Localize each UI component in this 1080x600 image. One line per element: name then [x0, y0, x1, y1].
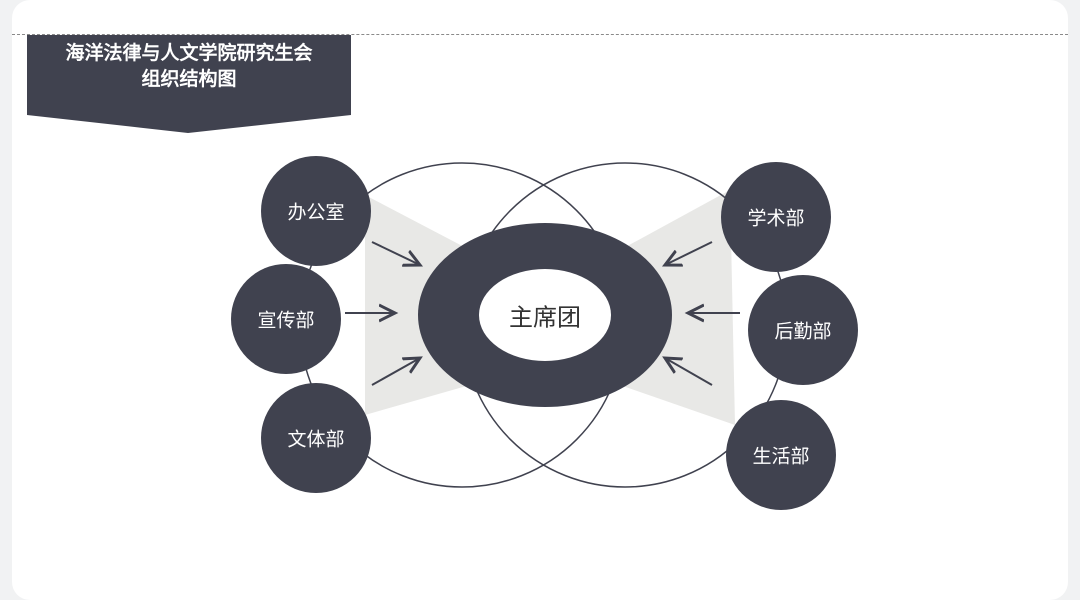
- dashed-divider: [12, 34, 1068, 35]
- dept-circle-publicity: [231, 264, 341, 374]
- dept-label: 学术部: [747, 207, 805, 230]
- center-label: 主席团: [509, 303, 581, 332]
- dept-label: 生活部: [752, 445, 810, 468]
- dept-circle-academic: [721, 162, 831, 272]
- dept-circle-office: [261, 156, 371, 266]
- title-banner: [27, 35, 351, 133]
- title-line-2: 组织结构图: [141, 68, 237, 90]
- title-line-1: 海洋法律与人文学院研究生会: [65, 42, 313, 64]
- page-title: 海洋法律与人文学院研究生会 组织结构图: [27, 40, 351, 92]
- dept-label: 文体部: [287, 428, 345, 451]
- arrow-icon: [665, 358, 713, 386]
- dept-label: 办公室: [287, 201, 345, 224]
- center-inner: [479, 269, 611, 361]
- dept-circles: [231, 156, 858, 510]
- dept-circle-life: [726, 400, 836, 510]
- dept-label: 后勤部: [774, 320, 832, 343]
- org-diagram: [27, 35, 858, 510]
- dept-label: 宣传部: [257, 309, 315, 332]
- dept-circle-sports: [261, 383, 371, 493]
- arrow-icon: [371, 241, 420, 265]
- arrow-icon: [665, 241, 713, 265]
- arrow-icon: [371, 358, 420, 386]
- dept-circle-logistics: [748, 275, 858, 385]
